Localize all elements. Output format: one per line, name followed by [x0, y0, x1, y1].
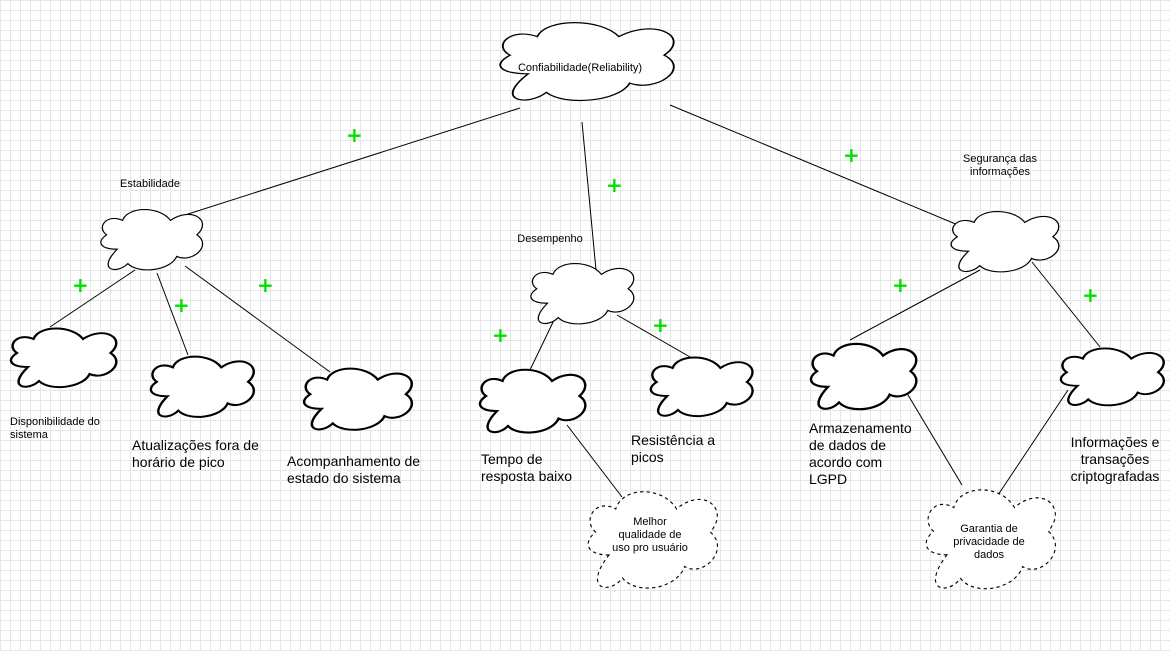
edge-root-desempenho: [581, 121, 597, 271]
cloud-resistencia: [649, 356, 754, 418]
node-informacoes-label: Informações e transações criptografadas: [1070, 434, 1160, 484]
cloud-acompanhamento: [302, 367, 414, 432]
cloud-tempo: [478, 368, 587, 434]
cloud-disponibilidade: [9, 327, 118, 389]
node-seguranca-label: Segurança das informações: [963, 153, 1037, 178]
edge-seguranca-armazenamento: [849, 269, 981, 341]
edge-desempenho-tempo: [529, 317, 556, 371]
plus-marker: +: [1082, 283, 1099, 307]
edge-estabilidade-atualizacoes: [156, 272, 189, 356]
plus-marker: +: [843, 143, 860, 167]
plus-marker: +: [892, 273, 909, 297]
edge-informacoes-garantia: [997, 389, 1069, 496]
cloud-armazenamento: [809, 342, 918, 411]
node-acompanhamento-label: Acompanhamento de estado do sistema: [287, 453, 421, 486]
plus-marker: +: [606, 173, 623, 197]
edge-armazenamento-garantia: [904, 389, 963, 486]
edge-estabilidade-disponibilidade: [49, 269, 136, 328]
node-tempo-label: Tempo de resposta baixo: [481, 451, 573, 484]
node-resistencia-label: Resistência a picos: [631, 432, 716, 465]
edge-estabilidade-acompanhamento: [184, 265, 331, 373]
plus-marker: +: [346, 123, 363, 147]
plus-marker: +: [652, 313, 669, 337]
plus-marker: +: [492, 323, 509, 347]
cloud-informacoes: [1059, 347, 1166, 407]
node-estabilidade-label: Estabilidade: [120, 178, 180, 190]
edge-root-seguranca: [669, 104, 959, 226]
edge-root-estabilidade: [184, 107, 521, 216]
plus-marker: +: [173, 293, 190, 317]
plus-marker: +: [72, 273, 89, 297]
node-atualizacoes-label: Atualizações fora de horário de pico: [132, 437, 259, 470]
node-melhor-label: Melhor qualidade de uso pro usuário: [612, 516, 688, 554]
cloud-atualizacoes: [149, 355, 256, 419]
node-desempenho-label: Desempenho: [517, 233, 583, 245]
node-root-label: Confiabilidade(Reliability): [517, 62, 643, 74]
connectors: [49, 104, 1101, 498]
node-armazenamento-label: Armazenamento de dados de acordo com LGP…: [809, 420, 912, 487]
cloud-desempenho: [530, 262, 635, 325]
edge-desempenho-resistencia: [616, 314, 691, 358]
edge-seguranca-informacoes: [1031, 261, 1101, 348]
node-garantia-label: Garantia de privacidade de dados: [953, 523, 1025, 561]
cloud-seguranca: [950, 210, 1060, 273]
edge-tempo-melhor: [566, 424, 623, 498]
plus-marker: +: [257, 273, 274, 297]
node-disponibilidade-label: Disponibilidade do sistema: [10, 416, 100, 441]
cloud-estabilidade: [100, 208, 204, 271]
